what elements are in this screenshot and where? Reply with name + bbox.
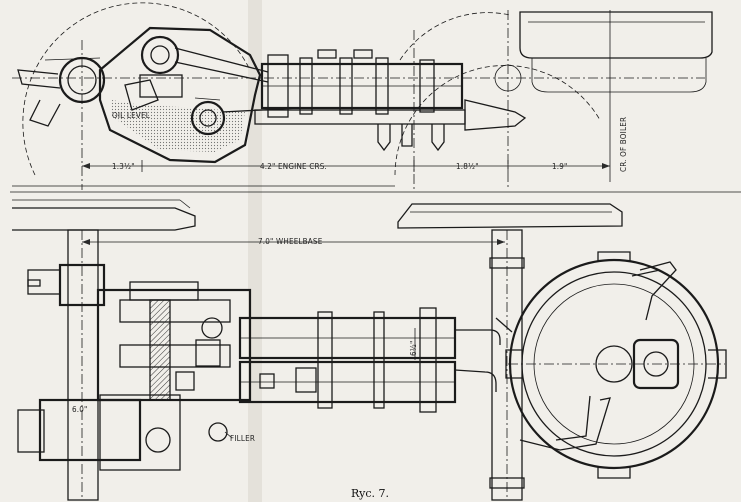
oil-level-label: OIL LEVEL bbox=[112, 111, 150, 120]
paper-fold bbox=[248, 0, 262, 502]
dim-mid-label: 1.8½" bbox=[456, 162, 479, 171]
left-diameter-label: 6.0" bbox=[72, 405, 88, 414]
dim-right-label: 1.9" bbox=[552, 162, 568, 171]
side-elevation bbox=[10, 2, 741, 193]
figure-caption: Ryc. 7. bbox=[351, 487, 389, 500]
plan-view bbox=[12, 199, 727, 501]
filler-label: FILLER bbox=[230, 434, 255, 443]
engine-centers-label: 4.2" ENGINE CRS. bbox=[260, 162, 327, 171]
dim-left-label: 1.3½" bbox=[112, 162, 135, 171]
cylinder-diameter-label: 6½" bbox=[409, 341, 418, 356]
boiler-center-label: CR. OF BOILER bbox=[619, 117, 628, 172]
wheelbase-label: 7.0" WHEELBASE bbox=[258, 237, 323, 246]
